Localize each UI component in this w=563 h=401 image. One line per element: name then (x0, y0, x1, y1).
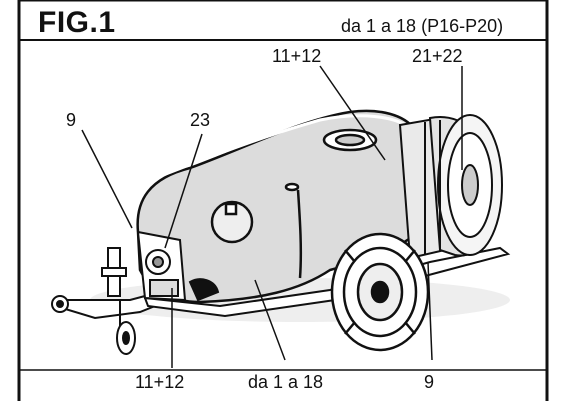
callout-left-mid: 23 (190, 110, 211, 130)
drawbar (51, 247, 172, 320)
leader-bottom-mid (254, 279, 286, 361)
fan-housing (398, 114, 503, 260)
leader-bottom-right (427, 261, 433, 361)
figure-subtitle: da 1 a 18 (P16-P20) (341, 16, 504, 36)
leader-lines (81, 65, 463, 368)
jockey-wheel (116, 300, 136, 355)
leader-top-center (319, 65, 386, 161)
callout-bottom-left: 11+12 (135, 372, 185, 392)
callout-top-center: 11+12 (272, 46, 322, 66)
pump-assembly (136, 230, 220, 302)
callout-bottom-mid: da 1 a 18 (248, 372, 324, 392)
figure-title: FIG.1 (38, 6, 116, 39)
main-wheel (330, 232, 430, 352)
callout-top-right: 21+22 (412, 46, 463, 66)
leader-left-top (81, 129, 133, 229)
callout-bottom-right: 9 (424, 372, 435, 392)
leader-left-mid (164, 133, 203, 249)
callout-left-top: 9 (66, 110, 77, 130)
